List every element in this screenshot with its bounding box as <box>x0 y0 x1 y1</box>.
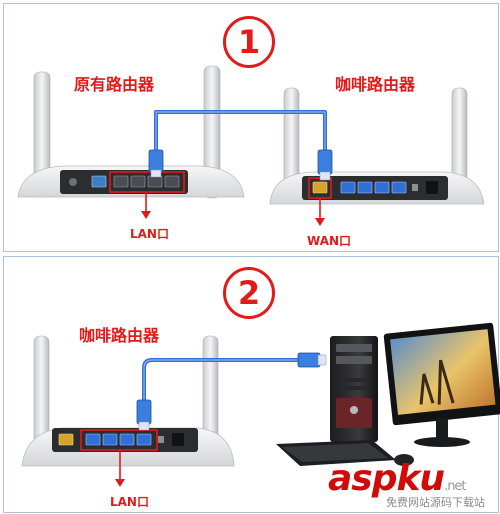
original-router-wan-port <box>91 175 107 188</box>
lan-arrow-2 <box>115 451 125 487</box>
watermark-subtitle: 免费网站源码下载站 <box>386 496 485 509</box>
lan-arrow-1 <box>141 193 151 219</box>
coffee-router-2-lan-highlight <box>80 429 158 451</box>
original-router-lan-port-4 <box>164 175 180 188</box>
ethernet-cable-2 <box>136 352 327 431</box>
lan-port-label-2: LAN口 <box>110 495 149 509</box>
coffee-router-label-2: 咖啡路由器 <box>79 326 160 345</box>
lan-port-label-1: LAN口 <box>130 227 169 241</box>
original-router-lan-port-3 <box>147 175 163 188</box>
cable-2-plug-router <box>136 399 152 425</box>
coffee-router-2-lan-port-1 <box>85 433 101 446</box>
ethernet-cable-1 <box>148 110 333 181</box>
cable-2-plug-computer <box>297 352 321 368</box>
watermark-logo-text: aspku <box>328 458 445 499</box>
coffee-router-1-wan-port <box>312 181 328 194</box>
computer-mouse <box>394 454 414 466</box>
step2-number: 2 <box>223 267 275 319</box>
cable-1-plug-coffee <box>317 149 333 175</box>
coffee-router-1-lan-port-4 <box>391 181 407 194</box>
coffee-router-1-lan-port-2 <box>357 181 373 194</box>
cable-1-plug-original <box>148 149 164 173</box>
wan-arrow <box>315 199 325 226</box>
step1-number: 1 <box>223 16 275 68</box>
coffee-router-1-power-jack <box>426 181 438 194</box>
original-router-lan-port-2 <box>130 175 146 188</box>
original-router-power-jack <box>69 178 77 186</box>
coffee-router-2-wan-port <box>58 433 74 446</box>
coffee-router-2-power-jack <box>172 433 184 446</box>
coffee-router-1-reset-button <box>412 184 418 191</box>
original-router-lan-highlight <box>109 171 185 193</box>
watermark-logo: aspku.net <box>328 458 467 499</box>
coffee-router-2-lan-port-4 <box>136 433 152 446</box>
coffee-router-1 <box>269 87 485 205</box>
computer-monitor-stand <box>436 418 448 438</box>
coffee-router-1-lan-port-3 <box>374 181 390 194</box>
coffee-router-label-1: 咖啡路由器 <box>335 75 416 94</box>
coffee-router-2-lan-port-3 <box>119 433 135 446</box>
coffee-router-2-lan-port-2 <box>102 433 118 446</box>
original-router <box>17 65 245 199</box>
desktop-computer <box>276 322 500 466</box>
original-router-lan-port-1 <box>113 175 129 188</box>
original-router-antenna-right <box>203 65 221 199</box>
watermark-suffix: .net <box>444 479 466 494</box>
wan-port-label: WAN口 <box>307 234 352 248</box>
coffee-router-2-reset-button <box>158 436 164 443</box>
original-router-label: 原有路由器 <box>74 75 155 94</box>
coffee-router-2 <box>21 335 235 467</box>
coffee-router-1-lan-port-1 <box>340 181 356 194</box>
step1-panel: 1 原有路由器 咖啡路由器 LAN口 WAN口 <box>3 3 499 252</box>
